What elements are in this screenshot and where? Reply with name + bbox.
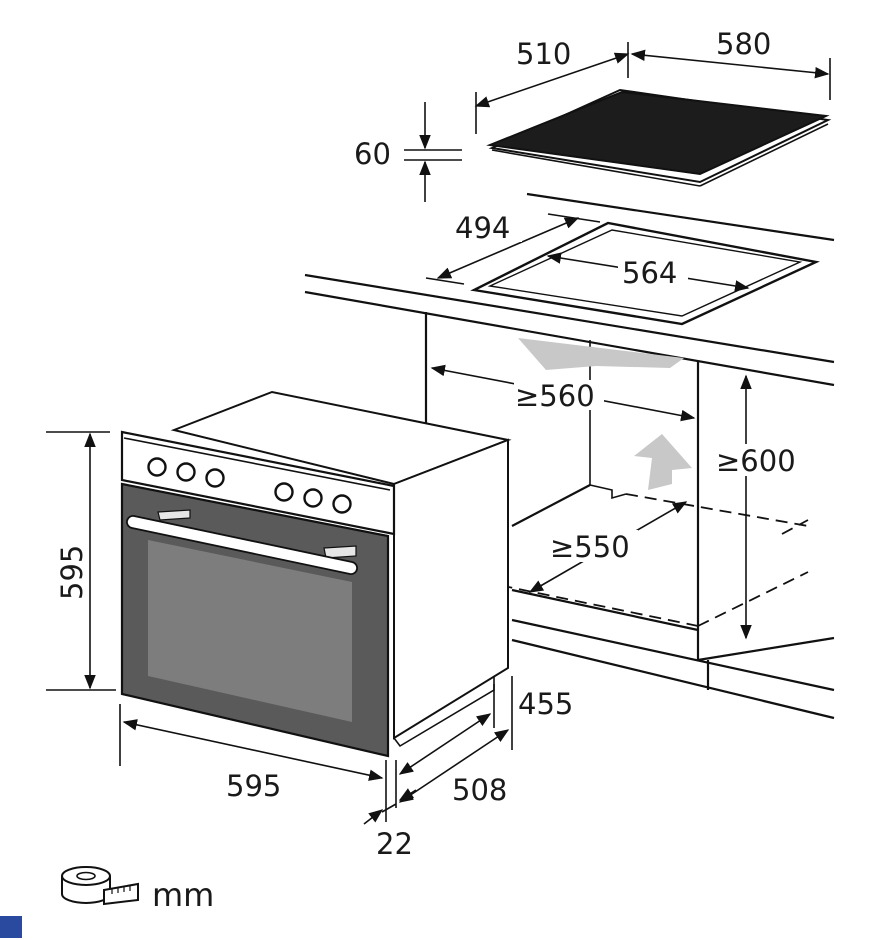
niche-depth-label: ≥550	[550, 530, 630, 564]
knob[interactable]	[205, 468, 225, 488]
hob-dimensions	[404, 42, 831, 202]
knob[interactable]	[274, 482, 294, 502]
oven-side	[393, 438, 509, 740]
control-panel	[120, 430, 396, 536]
knob[interactable]	[332, 494, 352, 514]
front-thickness-label: 22	[376, 827, 413, 861]
cutout-width-label: 564	[622, 256, 677, 290]
hob-edge-line	[699, 123, 829, 187]
cutout-depth-label: 494	[455, 211, 510, 245]
hob-height-label: 60	[354, 137, 391, 171]
niche-height-label: ≥600	[716, 444, 796, 478]
oven-handle[interactable]	[126, 509, 358, 575]
hob-glass-top	[486, 90, 830, 176]
hob-edge-line	[491, 149, 701, 187]
oven-body-depth-label: 455	[518, 687, 573, 721]
knob[interactable]	[147, 457, 167, 477]
unit-label: mm	[152, 876, 214, 914]
niche-width-label: ≥560	[515, 379, 595, 413]
oven-height-label: 595	[55, 545, 89, 600]
hob	[486, 88, 832, 187]
cabinet-niche	[424, 312, 835, 720]
hob-depth-label: 510	[516, 37, 571, 71]
oven-width-label: 595	[226, 769, 281, 803]
airflow-vent-shape	[518, 338, 684, 370]
tape-measure-icon	[61, 866, 139, 906]
airflow-up-arrow	[634, 434, 692, 490]
hob-width-label: 580	[716, 27, 771, 61]
knob[interactable]	[176, 462, 196, 482]
oven-window	[148, 540, 352, 722]
knob[interactable]	[303, 488, 323, 508]
oven-depth-label: 508	[452, 773, 507, 807]
corner-marker	[0, 916, 22, 938]
control-knobs	[147, 457, 352, 514]
oven-dimensions	[46, 431, 513, 825]
oven	[120, 390, 512, 758]
